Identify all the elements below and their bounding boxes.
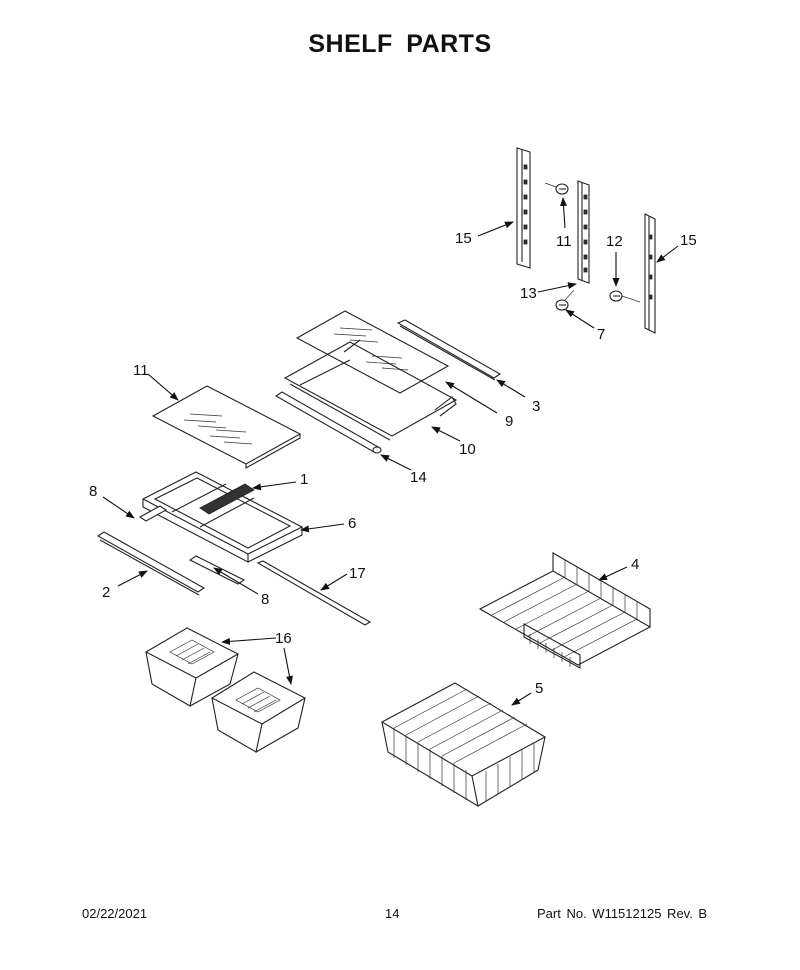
crisper-drawer-16-left (144, 627, 240, 707)
callout-5: 5 (535, 680, 543, 697)
callout-3: 3 (532, 398, 540, 415)
footer-page-number: 14 (385, 906, 400, 921)
callout-4: 4 (631, 556, 639, 573)
callout-7: 7 (597, 326, 605, 343)
drawer-rail-2 (96, 531, 206, 596)
crisper-drawer-16-right (210, 671, 307, 753)
drawer-slide-8-upper (138, 505, 168, 522)
glass-shelf-9 (295, 310, 450, 394)
wire-basket-5 (380, 682, 547, 808)
callout-6: 6 (348, 515, 356, 532)
screw-11-right (609, 290, 641, 303)
shelf-trim-14 (274, 391, 382, 454)
footer-date: 02/22/2021 (82, 906, 148, 921)
callout-12: 11 (133, 362, 149, 379)
callout-15-right: 15 (680, 232, 697, 249)
callout-8-upper: 8 (89, 483, 97, 500)
callout-13: 13 (520, 285, 537, 302)
callout-1: 1 (300, 471, 308, 488)
rod-17 (256, 560, 372, 626)
callout-11-right: 12 (606, 233, 623, 250)
center-shelf-rail-13 (577, 180, 590, 284)
callout-17: 17 (349, 565, 366, 582)
glass-shelf-12 (151, 385, 302, 469)
leader-arrows (102, 197, 679, 706)
page-title: SHELF PARTS (308, 30, 492, 58)
callout-2: 2 (102, 584, 110, 601)
callout-9: 9 (505, 413, 513, 430)
callout-16: 16 (275, 630, 292, 647)
wire-shelf-4 (478, 552, 652, 669)
callout-15-left: 15 (455, 230, 472, 247)
callout-8-lower: 8 (261, 591, 269, 608)
callout-11-upper: 11 (556, 233, 572, 250)
shelf-trim-3 (396, 319, 502, 381)
callout-10: 10 (459, 441, 476, 458)
callout-14: 14 (410, 469, 427, 486)
screw-11-upper (544, 182, 569, 195)
footer-part-number: Part No. W11512125 Rev. B (537, 906, 708, 921)
crisper-frame-6 (141, 471, 304, 563)
left-shelf-rail-15 (516, 147, 531, 269)
right-shelf-rail-15 (644, 213, 656, 334)
shelf-frame-10 (283, 339, 458, 441)
screw-7 (555, 289, 575, 311)
